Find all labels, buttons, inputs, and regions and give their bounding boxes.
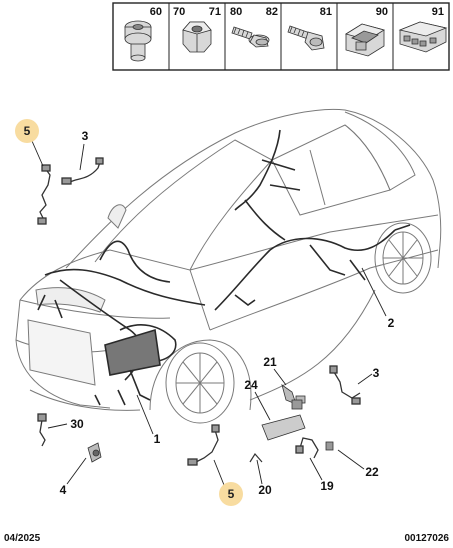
callouts: 5 3 2 21 3 24 1 30 22 4 5 20 19 <box>15 119 395 506</box>
callout-5-top: 5 <box>24 124 31 138</box>
callout-19: 19 <box>320 479 334 493</box>
callout-3-top: 3 <box>82 129 89 143</box>
part-3-top-wire <box>61 157 104 185</box>
part-cell-60: 60 <box>124 6 162 62</box>
part-24-bracket <box>261 399 306 441</box>
callout-20: 20 <box>258 483 272 497</box>
leader-lines <box>31 140 387 491</box>
part-label-82: 82 <box>266 6 278 18</box>
part-label-91: 91 <box>432 6 444 18</box>
callout-5-top-highlight <box>15 119 39 143</box>
part-30-sensor <box>37 413 47 447</box>
nut-icon <box>124 20 152 62</box>
part-cell-91: 91 <box>398 6 448 53</box>
part-22-connector <box>325 441 334 451</box>
callout-30: 30 <box>70 417 84 431</box>
parts-table: 60 70 71 80 82 <box>112 2 450 71</box>
part-19-wire <box>295 437 319 459</box>
part-label-81: 81 <box>320 6 332 18</box>
part-5-bottom-wire <box>187 424 220 466</box>
hex-nut-icon <box>182 21 212 53</box>
part-20-clip <box>249 452 263 463</box>
callout-5-bottom: 5 <box>228 487 235 501</box>
callout-24: 24 <box>244 378 258 392</box>
part-label-80: 80 <box>230 6 242 18</box>
part-label-60: 60 <box>150 6 162 18</box>
part-label-71: 71 <box>209 6 221 18</box>
part-cell-70-71: 70 71 <box>173 6 221 53</box>
part-cell-90: 90 <box>345 6 388 57</box>
callout-3-right: 3 <box>373 366 380 380</box>
wiring-harness <box>37 129 411 406</box>
part-3-right-wire <box>329 365 361 405</box>
callout-22: 22 <box>365 465 379 479</box>
footer-date: 04/2025 <box>4 533 41 544</box>
footer-code: 00127026 <box>404 533 450 544</box>
bolt-icon <box>231 26 270 48</box>
callout-1: 1 <box>154 432 161 446</box>
connector-block-icon <box>398 21 448 53</box>
callout-5-bottom-highlight <box>219 482 243 506</box>
callout-21: 21 <box>263 355 277 369</box>
part-5-top-wire <box>37 164 51 225</box>
callout-2: 2 <box>388 316 395 330</box>
bracket-icon <box>345 23 385 57</box>
part-cell-80-82: 80 82 <box>230 6 278 48</box>
part-label-90: 90 <box>376 6 388 18</box>
part-4-sensor <box>87 442 102 463</box>
part-label-70: 70 <box>173 6 185 18</box>
part-cell-81: 81 <box>287 6 332 51</box>
car-outline <box>15 108 442 424</box>
callout-4: 4 <box>60 483 67 497</box>
screw-icon <box>287 25 325 51</box>
